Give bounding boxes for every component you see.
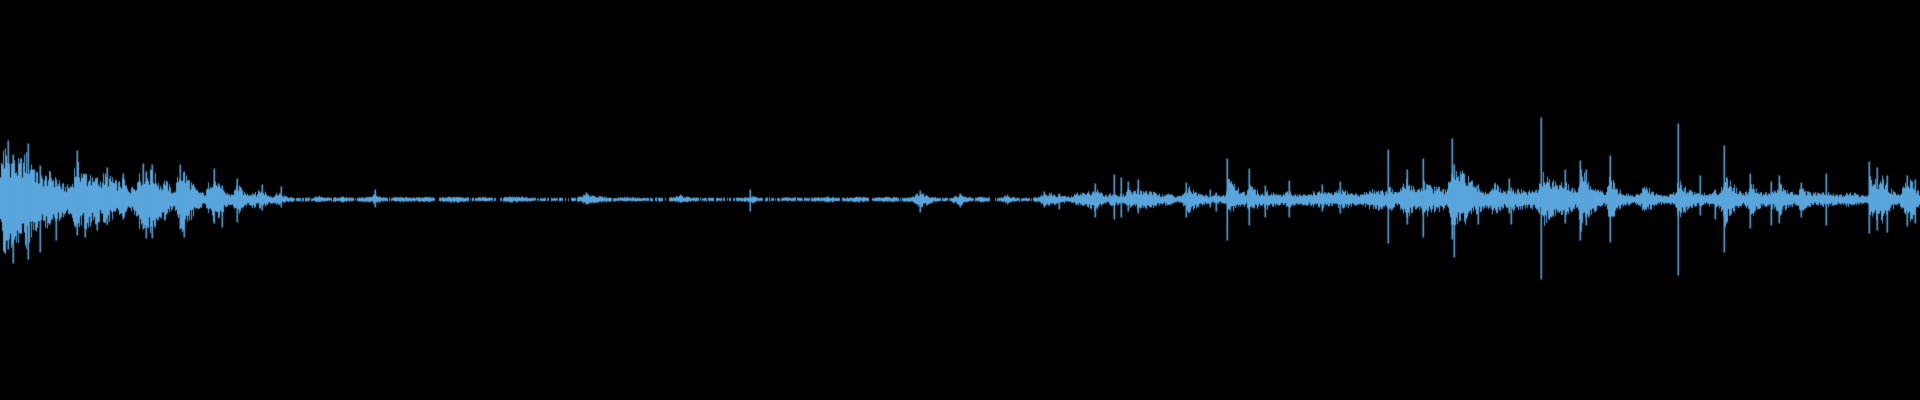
waveform-panel — [0, 0, 1920, 400]
audio-waveform — [0, 0, 1920, 400]
